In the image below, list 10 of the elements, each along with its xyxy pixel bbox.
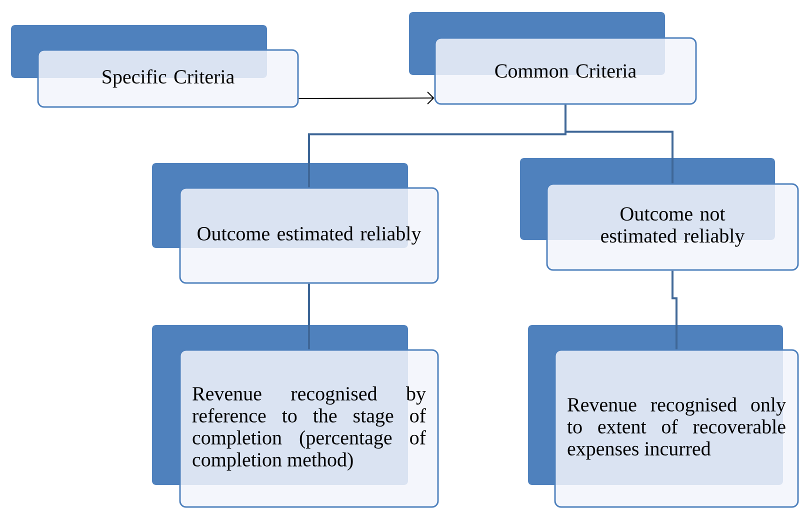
connector xyxy=(564,104,674,184)
connector xyxy=(298,92,434,105)
connector xyxy=(308,284,310,350)
stacked-box: Outcome estimated reliably xyxy=(152,163,439,284)
stacked-box: Revenue recognised only to extent of recoverable expenses incurred xyxy=(528,325,799,508)
stacked-box: Revenue recognised by reference to the stage of completion (percentage of completion method) xyxy=(152,325,439,508)
stacked-box: Outcome not estimated reliably xyxy=(520,158,799,271)
stacked-box: Specific Criteria xyxy=(11,25,299,108)
stacked-box: Common Criteria xyxy=(409,12,697,105)
connector xyxy=(672,270,678,350)
